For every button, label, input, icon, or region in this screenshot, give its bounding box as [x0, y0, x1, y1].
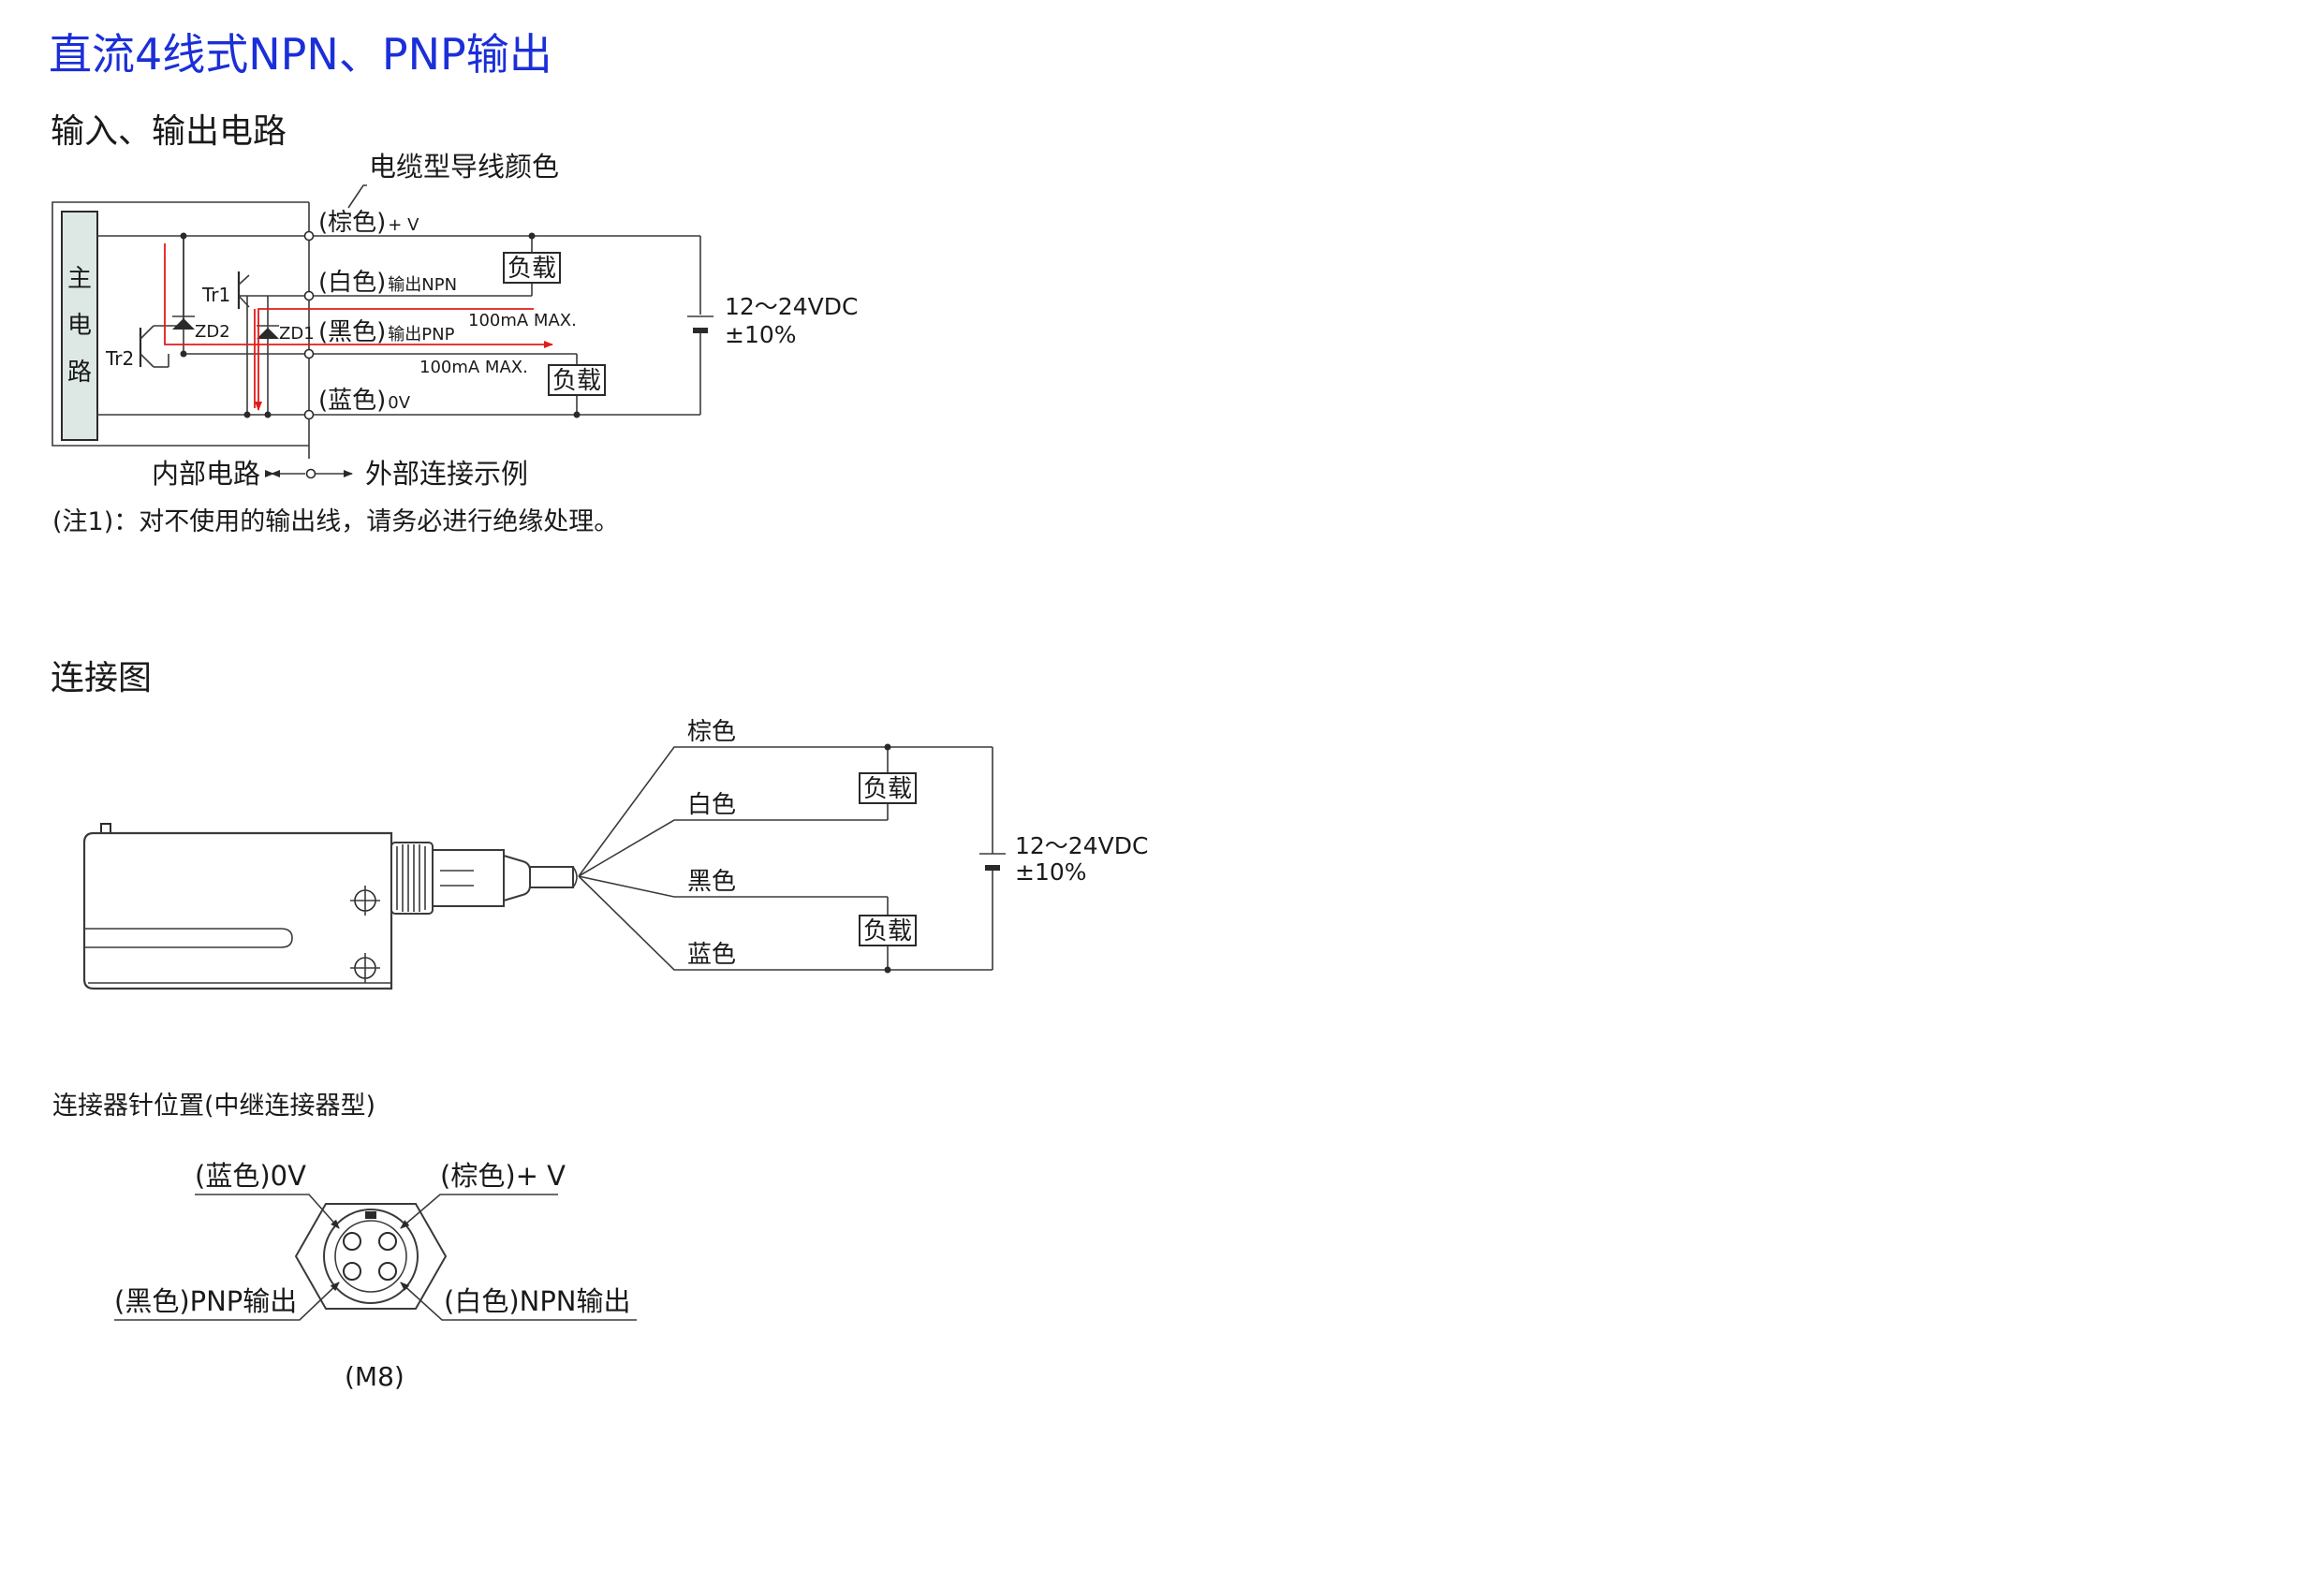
main-circuit-label: 主 [67, 265, 92, 293]
load-label: 负载 [507, 255, 556, 283]
supply-tolerance: ±10% [1015, 858, 1087, 886]
connector-size-label: (M8) [345, 1361, 404, 1392]
cable-black [578, 875, 888, 898]
cable-label-blue: 蓝色 [687, 941, 736, 969]
supply-tolerance: ±10% [725, 321, 797, 348]
npn-current-label: 100mA MAX. [468, 311, 577, 330]
connection-diagram: 棕色 白色 黑色 蓝色 负载 负载 12～24VDC ±10% [82, 718, 1148, 990]
page-title: 直流4线式NPN、PNP输出 [49, 29, 552, 80]
pin-blue [343, 1232, 361, 1251]
wire-label-white: (白色)输出NPN [318, 269, 457, 297]
battery-plate-short [985, 865, 1000, 871]
pin-label-black: (黑色)PNP输出 [114, 1285, 297, 1317]
pin-brown [378, 1232, 397, 1251]
load-box-1 [859, 772, 917, 804]
tr1-label: Tr1 [201, 284, 230, 306]
load-box-pnp [548, 364, 606, 396]
zd2-diode [172, 318, 195, 330]
terminal-blue [303, 409, 315, 420]
zd2-label: ZD2 [195, 322, 230, 342]
cable-color-leader [347, 184, 367, 209]
leader-white [400, 1282, 637, 1321]
internal-frame [51, 201, 309, 447]
pin-label-blue: (蓝色)0V [195, 1160, 306, 1192]
cable-label-brown: 棕色 [687, 718, 736, 746]
leader-brown [400, 1194, 558, 1229]
sensor-body [82, 831, 393, 990]
wire-label-black: (黑色)输出PNP [318, 318, 455, 346]
tr2-leg [140, 325, 154, 340]
note-text: (注1)：对不使用的输出线，请务必进行绝缘处理。 [52, 507, 619, 536]
connection-heading: 连接图 [51, 659, 152, 697]
battery-plate-short [693, 328, 708, 333]
connector-key [365, 1211, 376, 1219]
zd1-label: ZD1 [279, 324, 315, 344]
cable-blue [578, 875, 888, 971]
pin-label-white: (白色)NPN输出 [444, 1285, 631, 1317]
load-box-2 [859, 915, 917, 946]
pnp-current-label: 100mA MAX. [419, 358, 528, 377]
tr1-leg [238, 274, 250, 286]
terminal-white [303, 290, 315, 301]
load-label: 负载 [863, 917, 912, 945]
tr1-leg [238, 295, 250, 308]
supply-voltage: 12～24VDC [1015, 832, 1148, 859]
terminal-brown [303, 230, 315, 242]
connector-insert [334, 1220, 407, 1293]
cable-color-label: 电缆型导线颜色 [369, 151, 559, 183]
load-label: 负载 [863, 775, 912, 803]
wire-label-blue: (蓝色)0V [318, 387, 411, 415]
supply-voltage: 12～24VDC [725, 293, 858, 320]
main-circuit-label: 电 [67, 312, 92, 340]
leader-blue [195, 1194, 340, 1229]
internal-circuit-label: 内部电路 [152, 458, 260, 490]
wire-label-brown: (棕色)+ V [318, 209, 419, 237]
terminal-black [303, 348, 315, 359]
cable-white [578, 819, 888, 877]
pin-white [378, 1262, 397, 1281]
boundary-dot [305, 468, 316, 479]
m8-connector [390, 842, 578, 915]
cable-label-white: 白色 [687, 791, 736, 819]
external-connection-label: 外部连接示例 [365, 458, 528, 490]
circuit-diagram: 主 电 路 Tr1 Tr2 ZD2 ZD1 [51, 151, 858, 536]
load-box-npn [503, 252, 561, 284]
tr2-leg [140, 353, 154, 368]
pin-label-brown: (棕色)+ V [440, 1160, 566, 1192]
sensor-slot [84, 928, 293, 948]
load-label: 负载 [552, 367, 601, 395]
npn-current-arrow [255, 308, 534, 411]
pin-black [343, 1262, 361, 1281]
mount-hole-bottom [350, 953, 380, 983]
cable-brown [578, 746, 888, 877]
pins-heading: 连接器针位置(中继连接器型) [52, 1092, 375, 1121]
leader-black [114, 1282, 340, 1321]
zd1-diode [257, 328, 279, 339]
circuit-heading: 输入、输出电路 [51, 112, 287, 151]
main-circuit-label: 路 [67, 359, 92, 387]
mount-hole-top [350, 886, 380, 916]
cable-label-black: 黑色 [687, 868, 736, 896]
main-circuit-box [61, 211, 98, 441]
pnp-current-arrow [164, 243, 553, 348]
tr2-label: Tr2 [105, 347, 134, 370]
pin-diagram: (蓝色)0V (棕色)+ V (黑色)PNP输出 (白色)NPN输出 (M8) [114, 1160, 637, 1392]
